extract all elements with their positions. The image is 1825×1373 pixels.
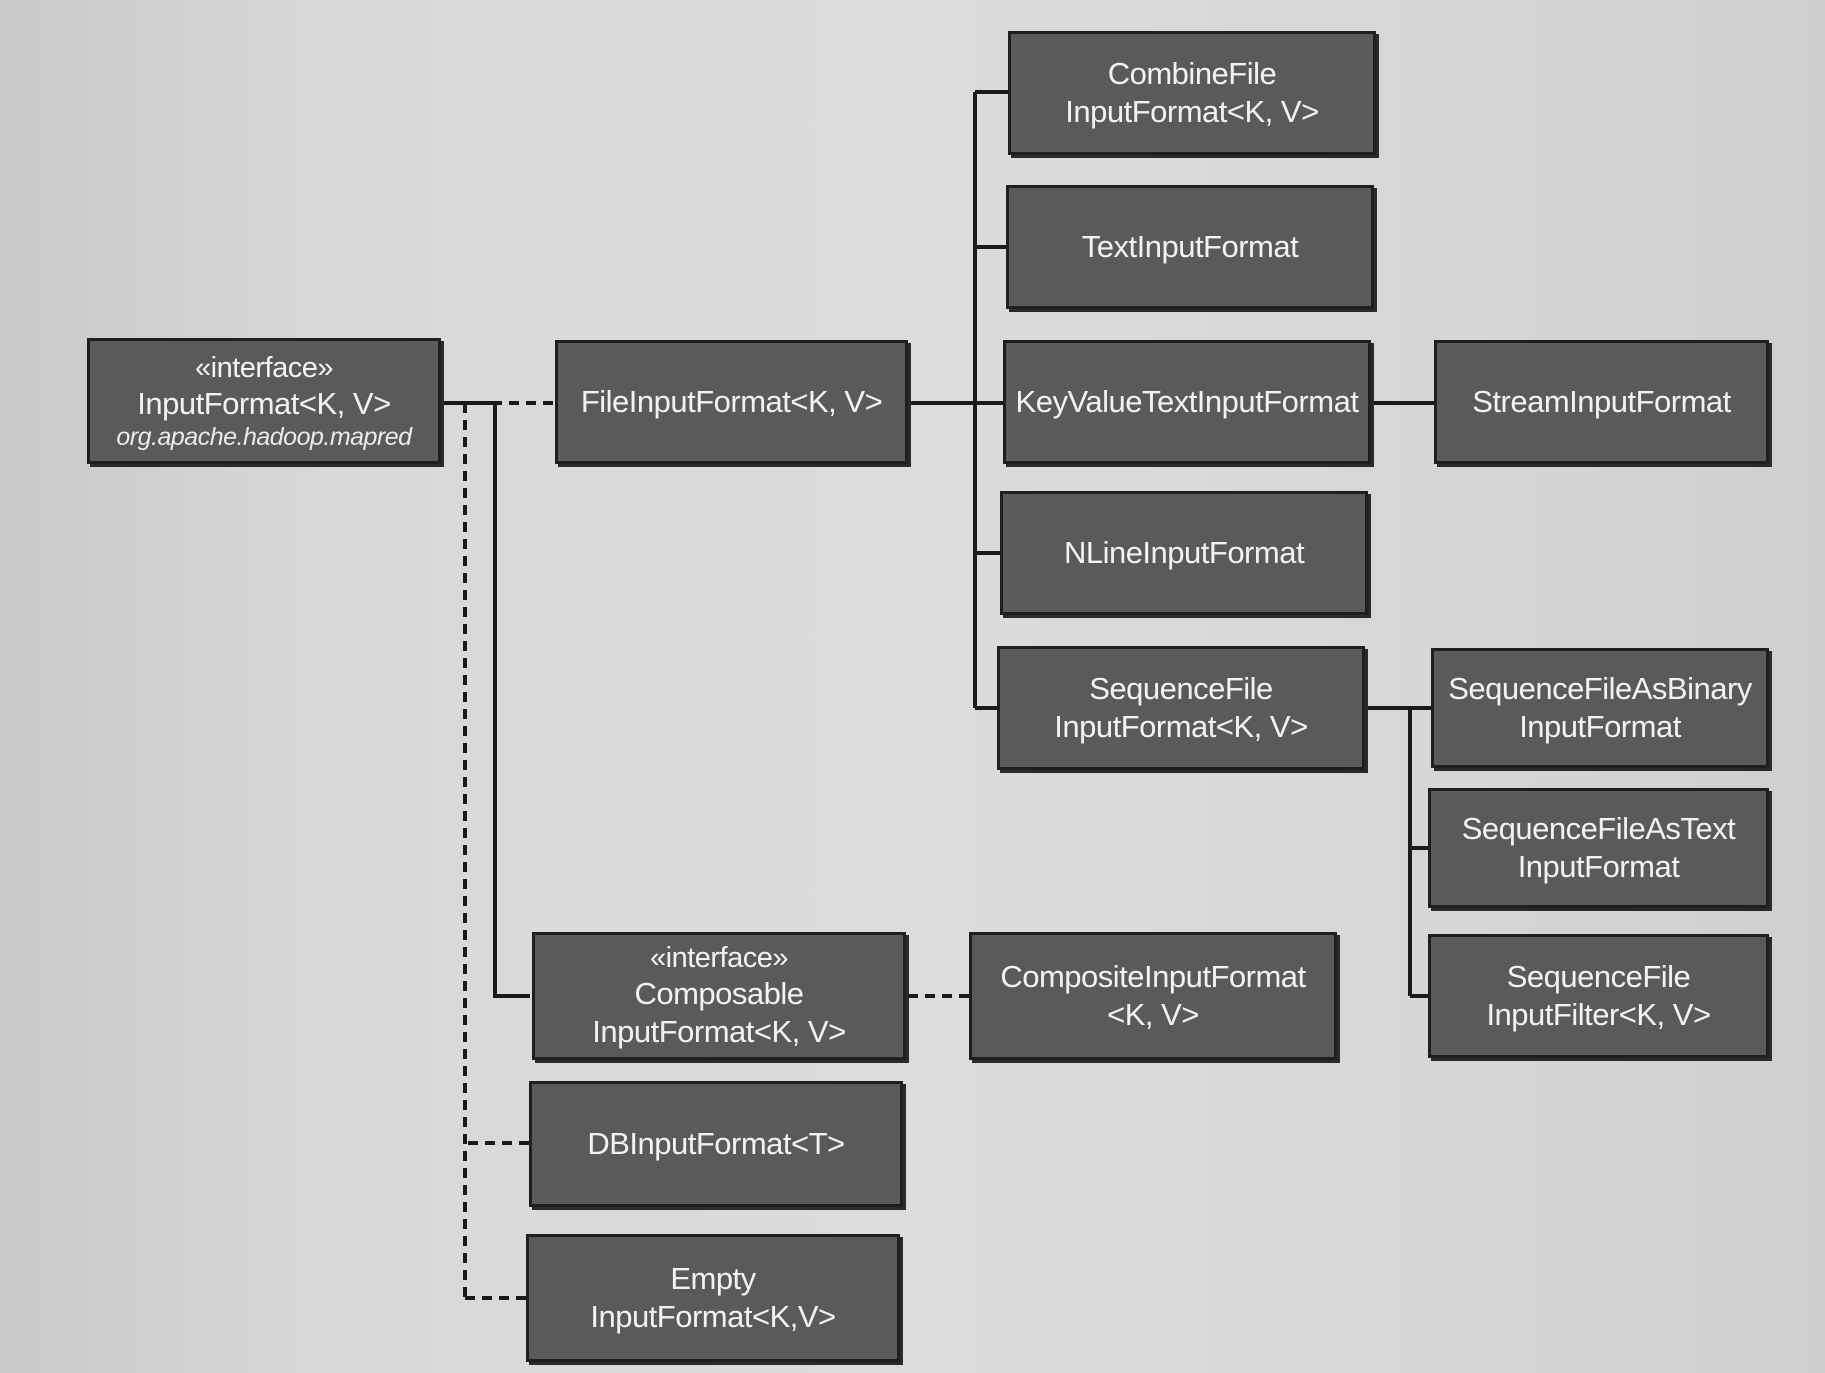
class-name: InputFormat<K, V> <box>137 386 391 421</box>
class-name-line1: CombineFile <box>1107 56 1277 91</box>
keyvaluetextinputformat-node: KeyValueTextInputFormat <box>1003 340 1371 464</box>
class-name-line2: InputFormat<K, V> <box>1054 709 1308 744</box>
composableinputformat-interface-node: «interface» Composable InputFormat<K, V> <box>532 932 906 1060</box>
combinefileinputformat-node: CombineFile InputFormat<K, V> <box>1008 31 1376 155</box>
class-name-line2: InputFormat<K, V> <box>592 1014 846 1049</box>
sequencefileasbinaryinputformat-node: SequenceFileAsBinary InputFormat <box>1431 648 1769 768</box>
class-name-line1: Composable <box>634 976 804 1011</box>
class-name-line2: <K, V> <box>1107 997 1199 1032</box>
class-name: StreamInputFormat <box>1472 384 1731 419</box>
stereotype-label: «interface» <box>650 942 789 974</box>
sequencefileinputformat-node: SequenceFile InputFormat<K, V> <box>997 646 1365 770</box>
class-name-line2: InputFormat<K,V> <box>590 1299 836 1334</box>
class-name-line2: InputFormat <box>1519 709 1681 744</box>
class-name: DBInputFormat<T> <box>587 1126 845 1161</box>
class-name-line1: SequenceFileAsText <box>1461 811 1736 846</box>
compositeinputformat-node: CompositeInputFormat <K, V> <box>969 932 1337 1060</box>
class-name-line1: SequenceFile <box>1506 959 1691 994</box>
sequencefileastextinputformat-node: SequenceFileAsText InputFormat <box>1428 788 1769 908</box>
class-name-line1: CompositeInputFormat <box>1000 959 1306 994</box>
class-name-line1: SequenceFileAsBinary <box>1448 671 1752 706</box>
nlineinputformat-node: NLineInputFormat <box>1000 491 1368 615</box>
fileinputformat-node: FileInputFormat<K, V> <box>555 340 908 464</box>
inputformat-interface-node: «interface» InputFormat<K, V> org.apache… <box>87 338 441 464</box>
dbinputformat-node: DBInputFormat<T> <box>529 1081 903 1207</box>
sequencefileinputfilter-node: SequenceFile InputFilter<K, V> <box>1428 934 1769 1058</box>
class-name-line1: Empty <box>670 1261 756 1296</box>
package-name: org.apache.hadoop.mapred <box>116 423 412 451</box>
class-name-line2: InputFormat <box>1517 849 1680 884</box>
class-name-line1: SequenceFile <box>1089 671 1273 706</box>
streaminputformat-node: StreamInputFormat <box>1434 340 1769 464</box>
class-name: KeyValueTextInputFormat <box>1015 384 1359 419</box>
class-name: TextInputFormat <box>1081 229 1299 264</box>
textinputformat-node: TextInputFormat <box>1006 185 1374 309</box>
emptyinputformat-node: Empty InputFormat<K,V> <box>526 1234 900 1362</box>
stereotype-label: «interface» <box>195 352 334 384</box>
class-name-line2: InputFilter<K, V> <box>1486 997 1711 1032</box>
class-name: FileInputFormat<K, V> <box>580 384 883 419</box>
class-name: NLineInputFormat <box>1063 535 1305 570</box>
edge-composable-to-inputformat <box>445 403 530 998</box>
class-name-line2: InputFormat<K, V> <box>1065 94 1319 129</box>
